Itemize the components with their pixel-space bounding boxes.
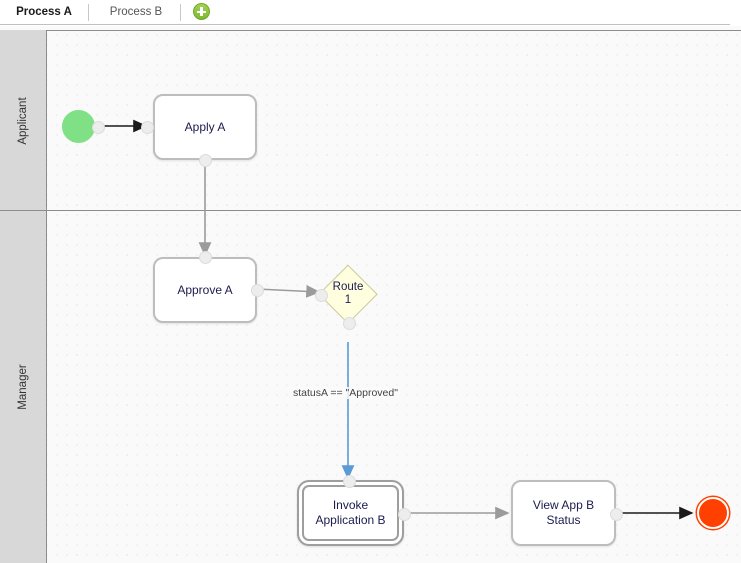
task-apply-a-label: Apply A <box>184 119 226 134</box>
tab-process-b[interactable]: Process B <box>109 6 163 18</box>
call-activity-invoke-b-label-line1: Invoke <box>332 498 369 512</box>
gateway-route-1-port-left[interactable] <box>315 289 328 302</box>
gateway-route-1[interactable]: Route 1 <box>318 264 378 324</box>
tab-bar: Process A Process B <box>0 0 741 26</box>
diagram-canvas[interactable]: Applicant Manager <box>0 26 741 563</box>
task-apply-a-port-left[interactable] <box>141 121 154 134</box>
tab-separator-2 <box>180 4 181 21</box>
call-activity-invoke-application-b[interactable]: Invoke Application B <box>297 480 404 546</box>
lane-divider-middle <box>0 210 741 211</box>
gateway-route-1-label-line1: Route <box>332 280 364 293</box>
task-approve-a-label: Approve A <box>177 282 233 297</box>
end-event[interactable] <box>697 497 729 529</box>
task-approve-a-port-right[interactable] <box>251 284 264 297</box>
call-activity-invoke-b-label-line2: Application B <box>315 513 386 527</box>
task-view-app-b-status-label-line1: View App B <box>532 498 595 512</box>
gateway-route-1-label: Route 1 <box>320 266 376 322</box>
task-approve-a[interactable]: Approve A <box>153 257 257 323</box>
connector-layer <box>97 119 694 520</box>
gateway-route-1-label-line2: 1 <box>344 294 352 306</box>
task-apply-a[interactable]: Apply A <box>153 94 257 160</box>
task-approve-a-port-top[interactable] <box>199 251 212 264</box>
task-view-app-b-status[interactable]: View App B Status <box>511 480 616 546</box>
connector-approve-a-to-route-1[interactable] <box>256 284 321 298</box>
swimlane-applicant[interactable]: Applicant <box>0 30 741 211</box>
call-activity-invoke-b-port-top[interactable] <box>343 475 356 488</box>
lane-divider-top <box>0 30 741 31</box>
add-process-icon[interactable] <box>193 3 210 20</box>
swimlane-manager[interactable]: Manager <box>0 211 741 563</box>
task-view-app-b-status-label-line2: Status <box>546 513 581 527</box>
start-event[interactable] <box>62 110 95 143</box>
tab-separator-1 <box>88 4 89 21</box>
swimlane-applicant-header[interactable]: Applicant <box>0 30 47 211</box>
start-event-port-right[interactable] <box>92 121 105 134</box>
swimlane-manager-header[interactable]: Manager <box>0 211 47 563</box>
tab-bar-underline <box>0 24 730 25</box>
task-apply-a-port-bottom[interactable] <box>199 154 212 167</box>
tab-process-a[interactable]: Process A <box>16 6 72 18</box>
call-activity-invoke-b-port-right[interactable] <box>398 508 411 521</box>
edge-label-condition[interactable]: statusA == "Approved" <box>291 387 400 399</box>
task-view-app-b-status-port-right[interactable] <box>610 508 623 521</box>
gateway-route-1-port-bottom[interactable] <box>343 317 356 330</box>
